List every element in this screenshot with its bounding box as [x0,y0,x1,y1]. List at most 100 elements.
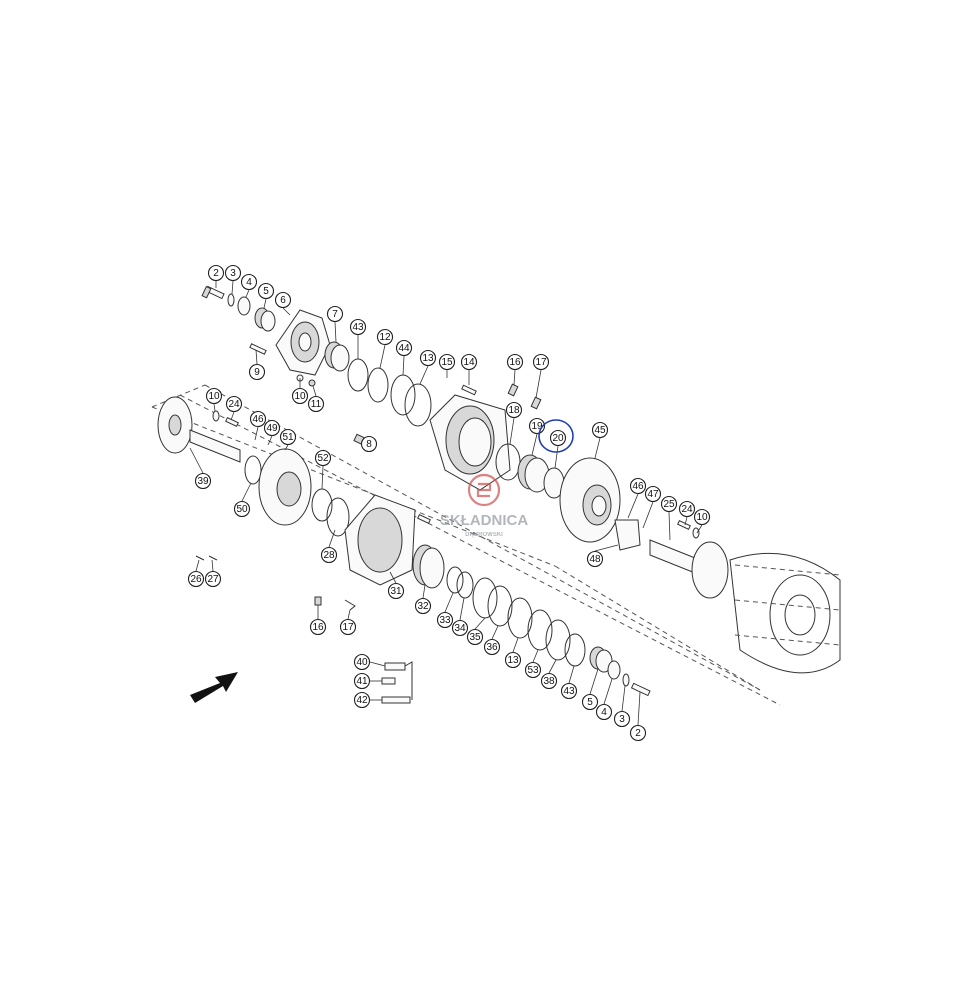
callout-circle [314,449,332,467]
clip-part [344,599,356,611]
direction-arrow-icon [190,672,238,703]
leader-line [548,659,557,674]
bearing-part [517,454,550,493]
bearing-part [412,544,445,589]
callout-number: 8 [366,439,372,450]
callout-circle [419,349,437,367]
track-sprocket [729,552,841,674]
callout-number: 10 [696,512,708,523]
leader-line [312,385,317,397]
leader-line [195,559,200,572]
screw-part [461,384,477,396]
callout-number: 42 [356,695,368,706]
leader-line [474,617,486,630]
ring-part [404,383,432,427]
leader-line [213,403,216,412]
leader-line [347,609,351,620]
lock-plate-part [614,519,641,551]
callout-number: 40 [356,657,368,668]
leader-line [321,465,324,490]
planet-carrier-part [275,309,331,376]
callout-circle [532,353,550,371]
callout-circle [586,550,604,568]
callout-number: 38 [543,676,555,687]
leader-line [241,482,252,502]
drive-flange-part [157,396,241,463]
washer-part [692,527,700,539]
leader-line [594,437,601,459]
leader-line [282,307,291,316]
callout-circle [376,328,394,346]
callout-number: 14 [463,357,475,368]
callout-number: 9 [254,367,260,378]
leader-line [642,501,654,529]
callout-number: 3 [619,714,625,725]
leader-line [369,661,386,667]
callout-circle [414,597,432,615]
callout-circle [291,387,309,405]
leader-line [211,559,214,572]
callout-number: 46 [632,481,644,492]
callout-number: 2 [635,728,641,739]
callout-circle [194,472,212,490]
ring-part [347,358,369,392]
callout-number: 35 [469,632,481,643]
callout-circle [233,500,251,518]
callout-circle [360,435,378,453]
bolt-part [630,682,651,697]
callout-circle [349,318,367,336]
screw-part [417,513,431,525]
washer-part [227,293,235,307]
callout-circle [353,691,371,709]
leader-line [684,516,688,526]
screw-part [677,519,691,531]
washer-part [308,379,316,387]
ring-gear-part [258,448,312,526]
callout-circle [451,619,469,637]
callout-number: 33 [439,615,451,626]
callout-number: 19 [531,421,543,432]
callout-number: 13 [422,353,434,364]
callout-circle [581,693,599,711]
leader-line [255,349,258,365]
callout-number: 18 [508,405,520,416]
assembly-boundary [151,384,781,706]
callout-circle [187,570,205,588]
callout-number: 48 [589,554,601,565]
callout-number: 43 [563,686,575,697]
leader-line [531,433,538,456]
upper-parts-row [201,285,729,599]
callout-circle [644,485,662,503]
leader-line [568,665,575,684]
callout-number: 10 [294,391,306,402]
callout-circle [524,661,542,679]
callout-number: 51 [282,432,294,443]
ring-part [390,374,416,416]
callout-number: 5 [263,286,269,297]
housing-part [344,494,416,586]
leader-line [328,529,336,548]
callout-circle [613,710,631,728]
callout-circle [395,339,413,357]
callout-number: 39 [197,476,209,487]
callout-circle [466,628,484,646]
leader-line [532,649,539,663]
callout-circle [504,651,522,669]
callout-number: 2 [213,268,219,279]
ring-part [545,619,571,661]
callout-number: 4 [246,277,252,288]
ring-part [507,597,533,639]
screw-part [249,343,267,355]
callout-circle [693,508,711,526]
callout-circle [483,638,501,656]
callout-number: 11 [311,399,322,410]
callout-circle [629,724,647,742]
callout-circle [540,672,558,690]
fitting-part [384,662,406,671]
callout-circle [279,428,297,446]
leader-line [334,321,337,343]
callout-circle [595,703,613,721]
leader-line [419,365,429,385]
ring-part [472,577,498,619]
callout-circle [257,282,275,300]
